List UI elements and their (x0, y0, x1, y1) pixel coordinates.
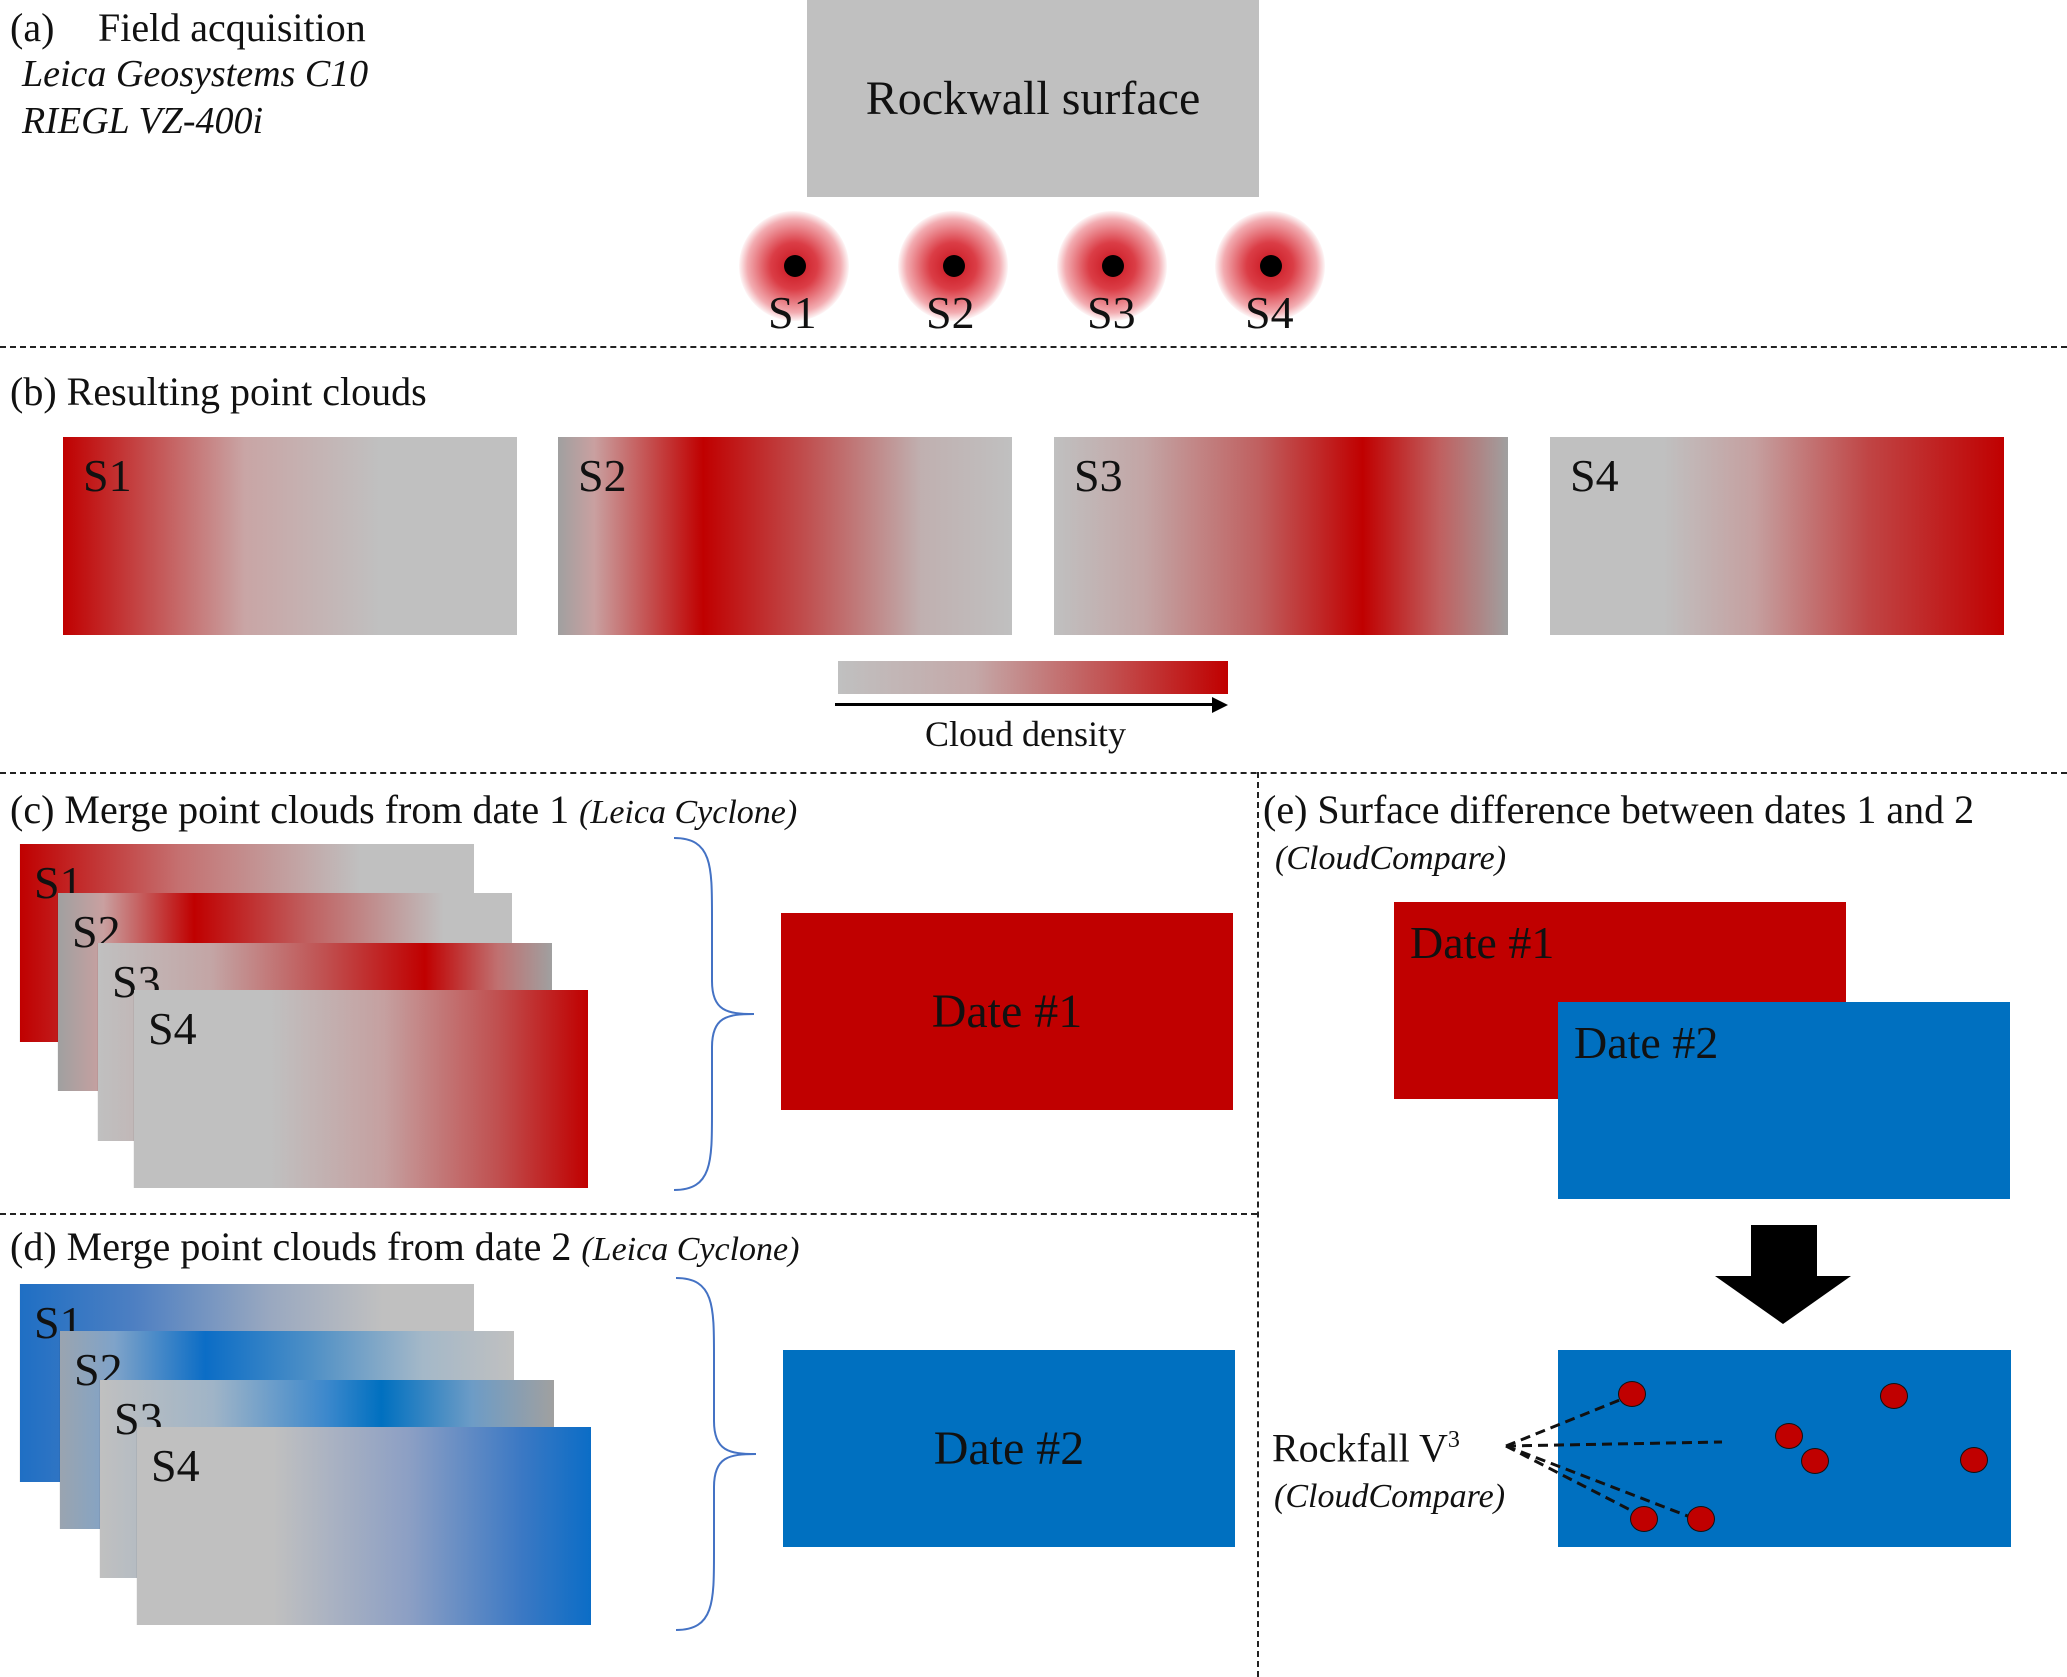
station-s3-glow (1057, 211, 1167, 321)
panel-a-tag: (a) (10, 5, 55, 50)
d-result-date2: Date #2 (783, 1350, 1235, 1547)
rockfall-label-text: Rockfall V (1272, 1425, 1448, 1471)
cloud-s1-label: S1 (83, 450, 132, 501)
panel-c-heading-text: (c) Merge point clouds from date 1 (10, 787, 570, 832)
rockwall-surface: Rockwall surface (807, 0, 1259, 197)
panel-d-heading: (d) Merge point clouds from date 2 (Leic… (10, 1227, 799, 1267)
e-date2-label: Date #2 (1574, 1017, 1719, 1068)
c-result-label: Date #1 (931, 985, 1083, 1038)
rockfall-label-superscript: 3 (1447, 1427, 1460, 1453)
station-s4-label: S4 (1245, 287, 1294, 338)
rockfall-scar-3 (1775, 1423, 1803, 1449)
rockfall-scar-6 (1630, 1506, 1658, 1532)
panel-a-heading: Field acquisition (98, 5, 366, 50)
cloud-s2-label: S2 (578, 450, 627, 501)
station-s1-dot (784, 255, 806, 277)
cloud-s4-label: S4 (1570, 450, 1619, 501)
station-s2-glow (898, 211, 1008, 321)
c-stack-s4: S4 (134, 990, 588, 1188)
panel-c-software: (Leica Cyclone) (579, 794, 798, 831)
rockfall-scar-2 (1880, 1383, 1908, 1409)
e-date2-box: Date #2 (1558, 1002, 2010, 1199)
rockwall-label: Rockwall surface (865, 72, 1201, 125)
c-stack-s4-label: S4 (148, 1003, 197, 1054)
station-s4-glow (1215, 211, 1325, 321)
divider-c-d (0, 1213, 1257, 1215)
rockfall-software: (CloudCompare) (1274, 1478, 1506, 1515)
cloud-s2: S2 (558, 437, 1012, 635)
leader-line-1 (1505, 1393, 1633, 1448)
c-brace (673, 837, 755, 1191)
d-brace (675, 1277, 757, 1631)
c-result-date1: Date #1 (781, 913, 1233, 1110)
station-s2-label: S2 (926, 287, 975, 338)
panel-b-heading: (b) Resulting point clouds (10, 369, 427, 414)
panel-e-software: (CloudCompare) (1275, 840, 1507, 877)
e-date1-label: Date #1 (1410, 917, 1555, 968)
divider-a-b (0, 346, 2067, 348)
cloud-s1: S1 (63, 437, 517, 635)
station-s1-label: S1 (768, 287, 817, 338)
rockfall-scar-5 (1960, 1447, 1988, 1473)
divider-b-cde (0, 772, 2067, 774)
density-arrow-line (835, 703, 1215, 706)
rockfall-scar-1 (1618, 1381, 1646, 1407)
leader-line-3 (1505, 1444, 1643, 1518)
station-s3-label: S3 (1087, 287, 1136, 338)
cloud-s3-label: S3 (1074, 450, 1123, 501)
panel-d-software: (Leica Cyclone) (581, 1231, 800, 1268)
panel-c-heading: (c) Merge point clouds from date 1 (Leic… (10, 790, 797, 830)
density-legend-label: Cloud density (925, 714, 1127, 754)
down-arrow-head-icon (1715, 1276, 1851, 1324)
station-s3-dot (1102, 255, 1124, 277)
rockfall-label: Rockfall V3 (1272, 1428, 1460, 1468)
instrument-riegl: RIEGL VZ-400i (22, 100, 264, 142)
d-result-label: Date #2 (933, 1422, 1085, 1475)
panel-e-heading: (e) Surface difference between dates 1 a… (1263, 787, 1975, 832)
rockfall-scar-7 (1687, 1506, 1715, 1532)
density-legend-bar (838, 661, 1228, 694)
d-stack-s4-label: S4 (151, 1440, 200, 1491)
station-s1-glow (739, 211, 849, 321)
leader-line-4 (1505, 1444, 1699, 1522)
leader-line-2 (1505, 1440, 1723, 1448)
instrument-leica: Leica Geosystems C10 (22, 53, 369, 95)
panel-d-heading-text: (d) Merge point clouds from date 2 (10, 1224, 572, 1269)
station-s4-dot (1260, 255, 1282, 277)
d-brace-path (675, 1277, 757, 1631)
cloud-s3: S3 (1054, 437, 1508, 635)
divider-cd-e (1257, 772, 1259, 1677)
rockfall-scar-4 (1801, 1448, 1829, 1474)
c-brace-path (673, 837, 755, 1191)
density-arrow-head-icon (1212, 697, 1228, 713)
cloud-s4: S4 (1550, 437, 2004, 635)
station-s2-dot (943, 255, 965, 277)
d-stack-s4: S4 (137, 1427, 591, 1625)
rockfall-leader-lines (1505, 1393, 1723, 1522)
down-arrow-icon (1751, 1225, 1817, 1277)
